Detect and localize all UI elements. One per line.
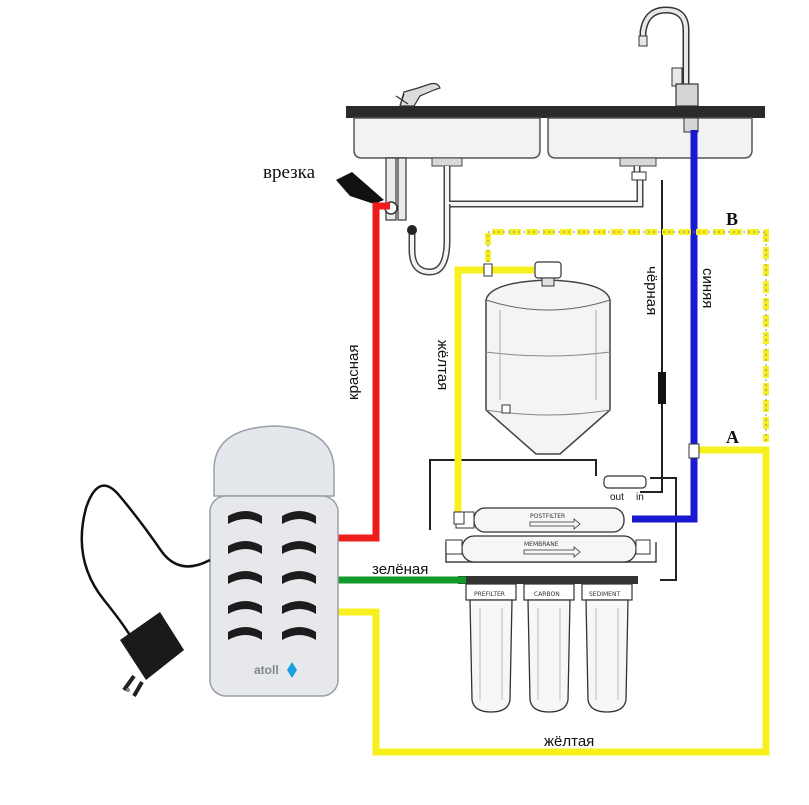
cold-water-pipe [385, 157, 397, 221]
ro-faucet-base [675, 83, 699, 107]
prefilter-housing: PREFILTER [465, 583, 517, 713]
siphon [384, 157, 647, 276]
yellow-tube-bottom-label: жёлтая [544, 733, 594, 750]
check-valve [603, 475, 647, 489]
flow-restrictor [658, 372, 666, 404]
point-b-label: B [726, 209, 738, 229]
ro-faucet [638, 6, 699, 133]
brand-drop-icon [287, 662, 297, 678]
drain-saddle [631, 171, 647, 181]
ro-faucet-handle-icon [671, 67, 683, 87]
port-out-label: out [610, 492, 624, 503]
tap-in-label: врезка [263, 162, 316, 183]
black-tube-label: чёрная [643, 266, 660, 315]
prefilter-bracket [458, 576, 638, 584]
sediment-label: SEDIMENT [589, 591, 620, 598]
prefilter-label: PREFILTER [474, 591, 505, 598]
red-tube-label: красная [345, 345, 362, 401]
tank-valve [534, 261, 562, 279]
adapter-body [120, 612, 184, 680]
main-faucet-icon [399, 82, 441, 107]
blue-tube [632, 130, 698, 523]
yellow-tube-tank [454, 266, 534, 516]
sink [346, 82, 765, 167]
yellow-tube-left-label: жёлтая [434, 340, 451, 390]
point-a-label: A [726, 427, 739, 447]
tee-connector [688, 443, 700, 459]
port-in-label: in [636, 492, 644, 503]
countertop [346, 106, 765, 118]
sink-bowl-left [353, 117, 541, 159]
membrane-arrow-icon [523, 546, 581, 558]
carbon-housing: CARBON [523, 583, 575, 713]
green-tube-label: зелёная [372, 561, 428, 578]
drain-right [619, 157, 657, 167]
plug-pin-icon [126, 688, 130, 692]
brand-logo: atoll [254, 663, 279, 677]
power-adapter [80, 484, 211, 697]
membrane-housing [461, 535, 637, 563]
device-vents [228, 511, 316, 640]
device-dome [213, 425, 335, 497]
membrane-label: MEMBRANE [524, 541, 559, 548]
power-cord [80, 484, 211, 651]
drain-left [431, 157, 463, 167]
carbon-label: CARBON [534, 591, 560, 598]
postfilter-label: POSTFILTER [530, 513, 565, 520]
postfilter-cartridge [473, 507, 625, 533]
storage-tank [485, 261, 611, 455]
yellow-tube-bottom [336, 446, 770, 756]
sediment-housing: SEDIMENT [581, 583, 633, 713]
arrow-icon [336, 172, 384, 204]
tap-in-pointer: врезка [263, 162, 384, 204]
yellow-dashed-loop [485, 229, 769, 442]
red-tube [336, 202, 390, 542]
booster-device: atoll [209, 425, 339, 697]
filter-unit: out in POSTFILTER MEMBRANE PREFILTER CAR… [429, 180, 677, 713]
sink-bowl-right [547, 117, 753, 159]
blue-tube-label: синяя [699, 268, 716, 308]
postfilter-arrow-icon [529, 518, 581, 530]
